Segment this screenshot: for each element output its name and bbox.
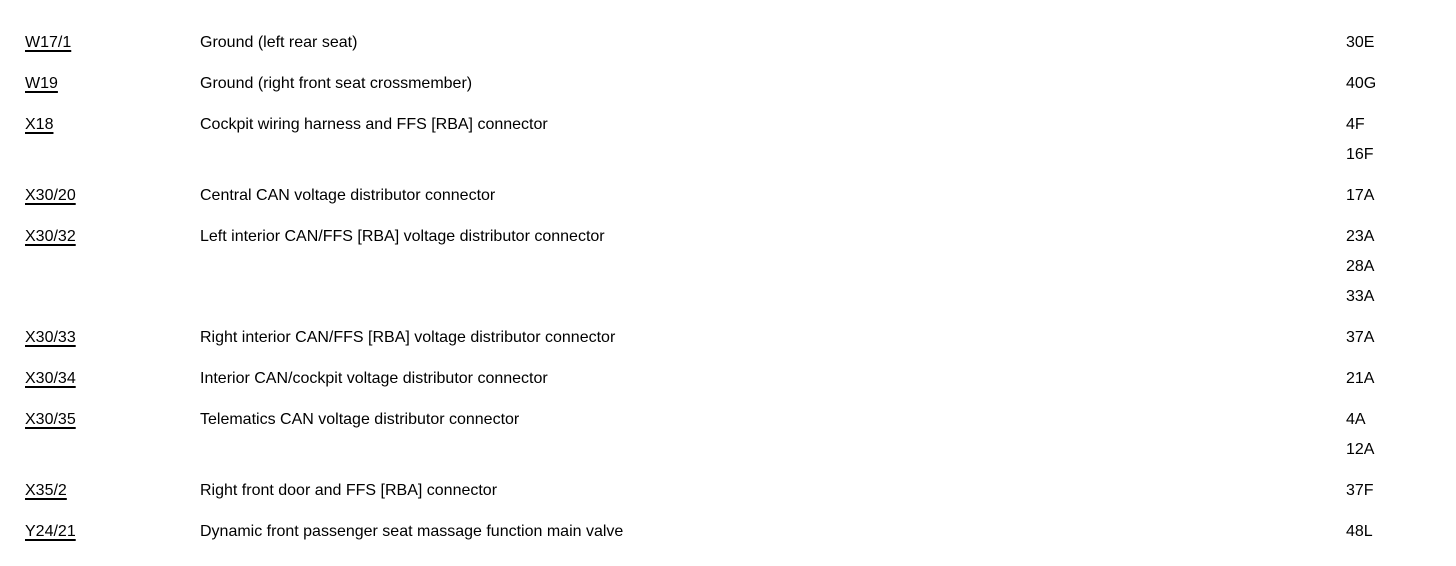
grid-reference: 17A	[1346, 187, 1375, 204]
grid-reference: 23A	[1346, 228, 1375, 245]
component-code-link[interactable]: X35/2	[25, 482, 67, 499]
grid-references: 37F	[1346, 476, 1431, 506]
grid-reference: 48L	[1346, 523, 1373, 540]
grid-reference: 21A	[1346, 370, 1375, 387]
legend-row: Y24/21 Dynamic front passenger seat mass…	[25, 517, 1456, 547]
legend-row: X30/34 Interior CAN/cockpit voltage dist…	[25, 364, 1456, 394]
component-code-link[interactable]: X30/34	[25, 370, 76, 387]
grid-reference: 37F	[1346, 482, 1374, 499]
legend-row: X30/20 Central CAN voltage distributor c…	[25, 181, 1456, 211]
component-description: Central CAN voltage distributor connecto…	[200, 187, 496, 204]
grid-references: 23A 28A 33A	[1346, 222, 1431, 312]
legend-row: W17/1 Ground (left rear seat) 30E	[25, 28, 1456, 58]
component-description: Interior CAN/cockpit voltage distributor…	[200, 370, 548, 387]
grid-reference: 30E	[1346, 34, 1375, 51]
component-description: Right interior CAN/FFS [RBA] voltage dis…	[200, 329, 616, 346]
legend-row: X35/2 Right front door and FFS [RBA] con…	[25, 476, 1456, 506]
grid-reference: 4F	[1346, 116, 1365, 133]
component-description: Dynamic front passenger seat massage fun…	[200, 523, 624, 540]
component-description: Right front door and FFS [RBA] connector	[200, 482, 498, 499]
component-code-link[interactable]: Y24/21	[25, 523, 76, 540]
component-description: Left interior CAN/FFS [RBA] voltage dist…	[200, 228, 605, 245]
legend-rows: W17/1 Ground (left rear seat) 30E W19 Gr…	[25, 28, 1456, 547]
component-description: Cockpit wiring harness and FFS [RBA] con…	[200, 116, 548, 133]
component-description: Ground (left rear seat)	[200, 34, 358, 51]
grid-references: 48L	[1346, 517, 1431, 547]
component-code-link[interactable]: X18	[25, 116, 54, 133]
grid-references: 30E	[1346, 28, 1431, 58]
legend-row: W19 Ground (right front seat crossmember…	[25, 69, 1456, 99]
component-code-link[interactable]: W19	[25, 75, 58, 92]
component-code-link[interactable]: W17/1	[25, 34, 72, 51]
legend-row: X30/35 Telematics CAN voltage distributo…	[25, 405, 1456, 465]
grid-reference: 16F	[1346, 146, 1374, 163]
grid-reference: 37A	[1346, 329, 1375, 346]
component-code-link[interactable]: X30/32	[25, 228, 76, 245]
legend-row: X30/33 Right interior CAN/FFS [RBA] volt…	[25, 323, 1456, 353]
component-code-link[interactable]: X30/20	[25, 187, 76, 204]
grid-reference: 28A	[1346, 258, 1375, 275]
grid-references: 37A	[1346, 323, 1431, 353]
component-code-link[interactable]: X30/33	[25, 329, 76, 346]
component-code-link[interactable]: X30/35	[25, 411, 76, 428]
grid-reference: 4A	[1346, 411, 1366, 428]
grid-references: 4A 12A	[1346, 405, 1431, 465]
legend-row: X18 Cockpit wiring harness and FFS [RBA]…	[25, 110, 1456, 170]
grid-reference: 33A	[1346, 288, 1375, 305]
grid-references: 4F 16F	[1346, 110, 1431, 170]
grid-reference: 12A	[1346, 441, 1375, 458]
legend-row: X30/32 Left interior CAN/FFS [RBA] volta…	[25, 222, 1456, 312]
grid-reference: 40G	[1346, 75, 1377, 92]
component-description: Ground (right front seat crossmember)	[200, 75, 473, 92]
grid-references: 40G	[1346, 69, 1431, 99]
grid-references: 17A	[1346, 181, 1431, 211]
component-description: Telematics CAN voltage distributor conne…	[200, 411, 520, 428]
grid-references: 21A	[1346, 364, 1431, 394]
